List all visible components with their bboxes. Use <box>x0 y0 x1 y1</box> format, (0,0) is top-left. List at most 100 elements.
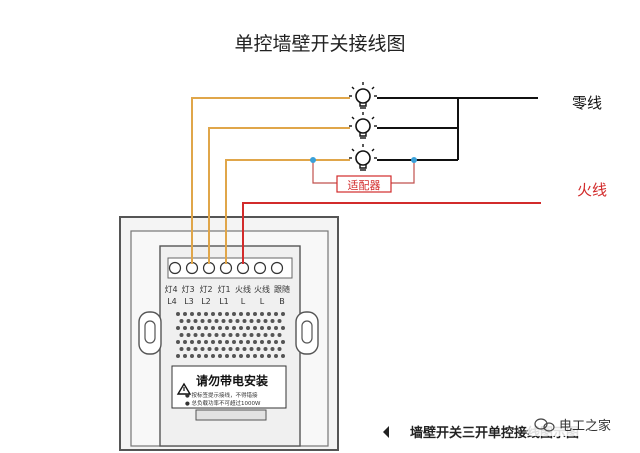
vent-hole <box>179 333 184 337</box>
vent-hole <box>214 333 219 337</box>
vent-hole <box>277 319 282 323</box>
vent-hole <box>176 340 180 344</box>
vent-hole <box>183 340 187 344</box>
vent-hole <box>200 319 205 323</box>
vent-hole <box>253 312 257 316</box>
vent-hole <box>228 347 233 351</box>
vent-hole <box>211 354 215 358</box>
live-wire <box>242 202 541 264</box>
vent-hole <box>183 312 187 316</box>
vent-hole <box>256 347 261 351</box>
terminal-label-top-0: 灯4 <box>164 284 177 294</box>
caption-arrow-icon <box>383 426 389 438</box>
vent-hole <box>179 347 184 351</box>
vent-hole <box>270 333 275 337</box>
terminal-label-bottom-0: L4 <box>167 297 177 306</box>
vent-hole <box>193 347 198 351</box>
vent-hole <box>232 340 236 344</box>
vent-hole <box>190 340 194 344</box>
vent-hole <box>190 312 194 316</box>
vent-hole <box>267 326 271 330</box>
adapter-label: 适配器 <box>348 179 381 192</box>
watermark: 电工之家 <box>528 412 624 436</box>
left-mount-slot <box>138 311 162 355</box>
terminal-label-top-6: 跟随 <box>274 284 290 294</box>
vent-hole <box>239 312 243 316</box>
vent-hole <box>204 354 208 358</box>
vent-grid <box>176 312 285 358</box>
terminal-label-bottom-3: L1 <box>219 297 229 306</box>
vent-hole <box>277 333 282 337</box>
vent-hole <box>281 312 285 316</box>
vent-hole <box>249 333 254 337</box>
terminal-label-top-2: 灯2 <box>199 284 212 294</box>
terminal-screws <box>168 261 284 275</box>
vent-hole <box>239 340 243 344</box>
vent-hole <box>186 333 191 337</box>
vent-hole <box>260 354 264 358</box>
vent-hole <box>207 347 212 351</box>
vent-hole <box>274 340 278 344</box>
lamp-wires <box>191 97 350 264</box>
vent-hole <box>253 354 257 358</box>
warning-line-2: ● 总负载功率不可超过1000W <box>185 399 261 407</box>
terminal-label-top-1: 灯3 <box>181 284 194 294</box>
vent-hole <box>267 340 271 344</box>
right-mount-slot <box>295 311 319 355</box>
vent-hole <box>232 326 236 330</box>
neutral-wires <box>377 97 538 161</box>
vent-hole <box>228 319 233 323</box>
vent-hole <box>218 354 222 358</box>
vent-hole <box>221 347 226 351</box>
vent-hole <box>281 326 285 330</box>
vent-hole <box>214 319 219 323</box>
vent-hole <box>183 326 187 330</box>
vent-hole <box>176 326 180 330</box>
vent-hole <box>246 326 250 330</box>
vent-hole <box>246 312 250 316</box>
vent-hole <box>176 312 180 316</box>
vent-hole <box>211 312 215 316</box>
vent-hole <box>249 347 254 351</box>
terminal-label-top-3: 灯1 <box>217 284 230 294</box>
vent-hole <box>253 326 257 330</box>
lightbulb-icon <box>348 143 378 171</box>
terminal-label-bottom-4: L <box>241 297 246 306</box>
vent-hole <box>183 354 187 358</box>
lightbulb-icon <box>348 111 378 139</box>
vent-hole <box>239 354 243 358</box>
vent-hole <box>260 326 264 330</box>
vent-hole <box>281 354 285 358</box>
vent-hole <box>204 312 208 316</box>
page-title: 单控墙壁开关接线图 <box>234 33 405 55</box>
vent-hole <box>200 333 205 337</box>
vent-hole <box>274 354 278 358</box>
vent-hole <box>281 340 285 344</box>
vent-hole <box>235 347 240 351</box>
vent-hole <box>186 347 191 351</box>
vent-hole <box>256 319 261 323</box>
vent-hole <box>235 319 240 323</box>
vent-hole <box>263 319 268 323</box>
vent-hole <box>270 347 275 351</box>
vent-hole <box>267 354 271 358</box>
vent-hole <box>225 312 229 316</box>
vent-hole <box>197 340 201 344</box>
vent-hole <box>193 319 198 323</box>
vent-hole <box>218 312 222 316</box>
vent-hole <box>179 319 184 323</box>
vent-hole <box>274 312 278 316</box>
vent-hole <box>204 340 208 344</box>
warning-line-1: ● 按标签提示接线，不得错接 <box>185 391 258 399</box>
vent-hole <box>274 326 278 330</box>
vent-hole <box>277 347 282 351</box>
terminal-label-bottom-6: B <box>279 297 285 306</box>
vent-hole <box>176 354 180 358</box>
vent-hole <box>204 326 208 330</box>
terminal-label-top-4: 火线 <box>235 284 251 294</box>
switch-module <box>159 245 301 447</box>
vent-hole <box>190 326 194 330</box>
vent-hole <box>225 326 229 330</box>
vent-hole <box>228 333 233 337</box>
